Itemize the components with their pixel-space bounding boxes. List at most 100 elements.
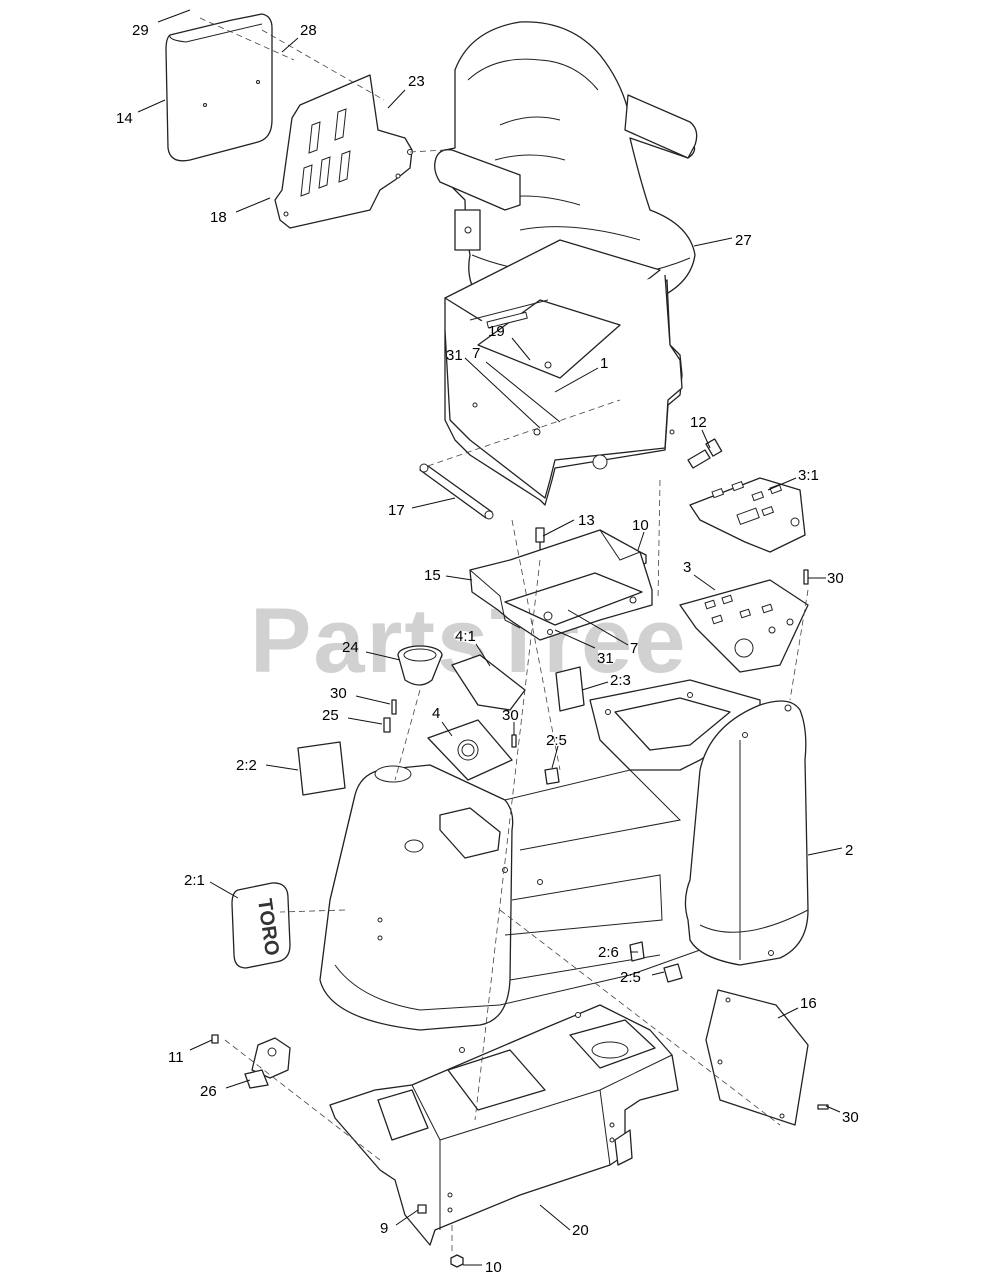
part-2-hood-body[interactable] <box>319 679 809 1031</box>
part-16-side-panel[interactable] <box>705 989 809 1126</box>
part-4-bracket-plate[interactable] <box>427 719 513 781</box>
callout-11: 11 <box>168 1039 213 1066</box>
part-9-nut[interactable] <box>417 1204 427 1214</box>
callout-24: 24 <box>342 639 401 661</box>
part-20-frame-base[interactable] <box>329 1004 679 1246</box>
callout-30-lower-right: 30 <box>825 1105 859 1126</box>
svg-text:4:1: 4:1 <box>455 628 476 645</box>
callout-2-5-lower: 2:5 <box>620 969 665 986</box>
svg-text:2:2: 2:2 <box>236 757 257 774</box>
part-12-bolt[interactable] <box>687 438 723 469</box>
part-2-1-brand-decal[interactable]: TORO <box>231 882 291 969</box>
svg-text:3:1: 3:1 <box>798 467 819 484</box>
callout-2-2: 2:2 <box>236 757 299 774</box>
part-2-5-decal-lower[interactable] <box>663 963 683 983</box>
svg-text:7: 7 <box>472 345 480 362</box>
callout-2-5-upper: 2:5 <box>546 732 567 769</box>
callout-29: 29 <box>132 9 191 39</box>
callout-19: 19 <box>488 323 531 361</box>
callout-31-upper: 31 <box>446 347 541 429</box>
callout-18: 18 <box>210 197 271 226</box>
part-17-rod[interactable] <box>419 463 494 520</box>
svg-text:10: 10 <box>632 517 649 534</box>
part-2-2-decal[interactable] <box>297 741 346 796</box>
part-18-seat-bracket-plate[interactable] <box>274 74 413 229</box>
callout-26: 26 <box>200 1079 251 1100</box>
callout-23: 23 <box>387 73 425 109</box>
callout-16: 16 <box>777 995 817 1019</box>
part-2-3-decal[interactable] <box>555 666 585 712</box>
svg-text:30: 30 <box>842 1109 859 1126</box>
part-30-screw-a[interactable] <box>803 569 809 585</box>
svg-text:30: 30 <box>502 707 519 724</box>
callout-1: 1 <box>554 355 608 393</box>
svg-text:3: 3 <box>683 559 691 576</box>
svg-text:1: 1 <box>600 355 608 372</box>
callout-20: 20 <box>539 1204 589 1239</box>
part-25-plug[interactable] <box>383 717 391 733</box>
svg-text:2:5: 2:5 <box>620 969 641 986</box>
part-30-screw-b[interactable] <box>391 699 397 715</box>
part-3-1-control-panel-decal[interactable] <box>689 477 806 553</box>
svg-text:28: 28 <box>300 22 317 39</box>
svg-text:13: 13 <box>578 512 595 529</box>
callout-13: 13 <box>542 512 595 537</box>
part-19-seat-mounting-plate[interactable] <box>444 239 683 506</box>
part-14-seat-back-cushion[interactable] <box>165 13 273 162</box>
part-2-5-decal-upper[interactable] <box>544 767 560 785</box>
svg-text:2: 2 <box>845 842 853 859</box>
svg-text:16: 16 <box>800 995 817 1012</box>
callout-7-lower: 7 <box>567 609 638 657</box>
svg-text:15: 15 <box>424 567 441 584</box>
svg-text:10: 10 <box>485 1259 502 1276</box>
callout-10-upper: 10 <box>632 517 649 551</box>
callout-30-center: 30 <box>502 707 519 735</box>
part-11-screw[interactable] <box>211 1034 219 1044</box>
svg-text:11: 11 <box>168 1049 184 1066</box>
callout-2-3: 2:3 <box>581 672 631 691</box>
callout-27: 27 <box>693 232 752 249</box>
callout-9: 9 <box>380 1209 419 1237</box>
part-10-nut-lower[interactable] <box>450 1254 464 1268</box>
callout-2-6: 2:6 <box>598 944 638 961</box>
callout-3: 3 <box>683 559 716 591</box>
part-30-screw-d[interactable] <box>817 1104 829 1110</box>
svg-text:30: 30 <box>827 570 844 587</box>
callout-4-1: 4:1 <box>455 628 491 667</box>
svg-text:25: 25 <box>322 707 339 724</box>
callout-4: 4 <box>432 705 453 737</box>
callout-25: 25 <box>322 707 383 725</box>
callout-12: 12 <box>690 414 711 449</box>
part-3-control-panel[interactable] <box>679 579 809 673</box>
svg-text:2:6: 2:6 <box>598 944 619 961</box>
part-30-screw-c[interactable] <box>511 734 517 748</box>
callout-2-1: 2:1 <box>184 872 239 899</box>
svg-text:27: 27 <box>735 232 752 249</box>
callout-14: 14 <box>116 99 166 127</box>
callout-28: 28 <box>281 22 317 53</box>
part-26-switch[interactable] <box>244 1037 291 1089</box>
callout-31-lower: 31 <box>554 629 614 667</box>
svg-text:18: 18 <box>210 209 227 226</box>
svg-text:31: 31 <box>597 650 614 667</box>
svg-text:2:5: 2:5 <box>546 732 567 749</box>
part-15-console-plate[interactable] <box>469 529 653 641</box>
callout-3-1: 3:1 <box>767 467 819 491</box>
callout-10-lower: 10 <box>463 1259 502 1276</box>
svg-text:19: 19 <box>488 323 505 340</box>
svg-text:29: 29 <box>132 22 149 39</box>
callout-2: 2 <box>807 842 853 859</box>
callout-30-left: 30 <box>330 685 391 705</box>
svg-text:31: 31 <box>446 347 463 364</box>
part-4-1-decal[interactable] <box>451 654 526 711</box>
callout-15: 15 <box>424 567 473 584</box>
part-24-cup-holder[interactable] <box>397 645 443 686</box>
svg-text:2:1: 2:1 <box>184 872 205 889</box>
callout-30-right: 30 <box>808 570 844 587</box>
svg-text:7: 7 <box>630 640 638 657</box>
svg-text:12: 12 <box>690 414 707 431</box>
callout-7-upper: 7 <box>472 345 561 423</box>
svg-text:26: 26 <box>200 1083 217 1100</box>
